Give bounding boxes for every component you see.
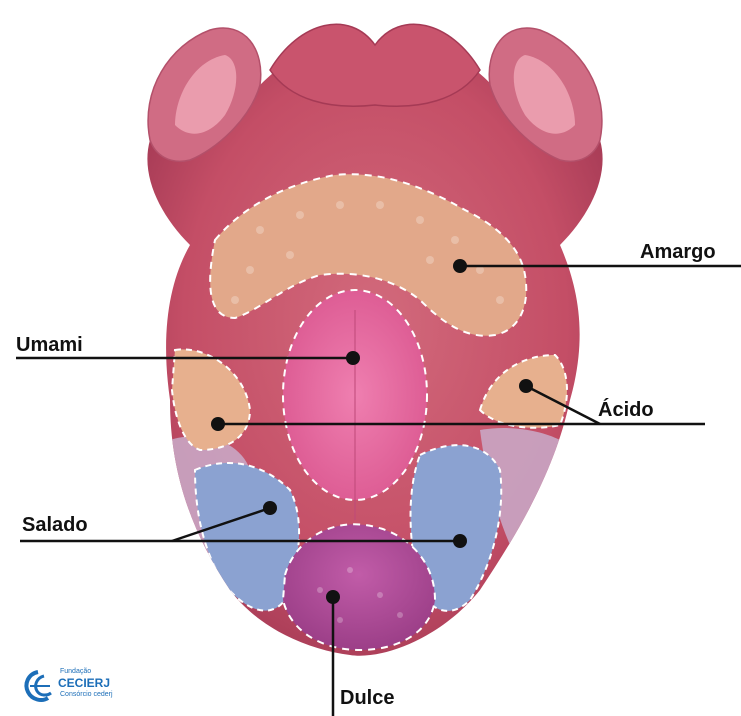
umami-dot [346, 351, 360, 365]
epiglottis-center [270, 24, 480, 106]
salado-dot-right [453, 534, 467, 548]
salado-dot-left [263, 501, 277, 515]
acido-label: Ácido [598, 400, 654, 420]
salado-zone-left [195, 463, 299, 611]
umami-label: Umami [16, 335, 83, 355]
acido-dot-right [519, 379, 533, 393]
dulce-dot [326, 590, 340, 604]
salado-label: Salado [22, 515, 88, 535]
amargo-dot [453, 259, 467, 273]
cecierj-logo: Fundação CECIERJ Consórcio cederj [20, 666, 140, 706]
logo-small-bottom: Consórcio cederj [60, 691, 113, 698]
acido-dot-left [211, 417, 225, 431]
dulce-label: Dulce [340, 688, 394, 708]
logo-name: CECIERJ [58, 676, 110, 690]
amargo-label: Amargo [640, 242, 716, 262]
logo-small-top: Fundação [60, 668, 91, 675]
